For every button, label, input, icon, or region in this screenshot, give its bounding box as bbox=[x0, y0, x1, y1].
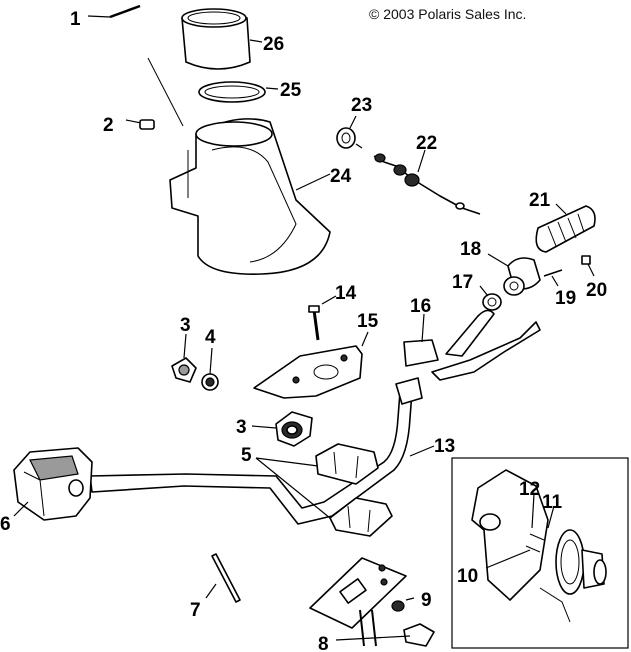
copyright-notice: © 2003 Polaris Sales Inc. bbox=[369, 6, 527, 22]
callout-13: 13 bbox=[434, 436, 455, 457]
part-15-bracket bbox=[253, 331, 369, 399]
part-13-handlebar bbox=[89, 377, 435, 525]
detail-inset bbox=[451, 457, 629, 649]
callout-2: 2 bbox=[103, 115, 114, 136]
part-14-bolt bbox=[308, 295, 337, 341]
callout-21: 21 bbox=[529, 190, 551, 211]
part-3-ignition-switch bbox=[251, 411, 313, 447]
callout-20: 20 bbox=[586, 280, 607, 301]
callout-7: 7 bbox=[190, 600, 201, 621]
callout-4: 4 bbox=[205, 327, 216, 348]
callout-26: 26 bbox=[263, 34, 284, 55]
callout-14: 14 bbox=[335, 283, 357, 304]
callout-25: 25 bbox=[280, 80, 302, 101]
part-25-ring bbox=[198, 81, 279, 103]
part-9-plate bbox=[309, 557, 415, 629]
part-7-cable-tie bbox=[205, 553, 241, 603]
callout-17: 17 bbox=[452, 272, 473, 293]
part-4-washer bbox=[201, 347, 219, 391]
part-16-brake-lever bbox=[403, 309, 541, 381]
callout-23: 23 bbox=[351, 95, 372, 116]
callout-10: 10 bbox=[457, 566, 478, 587]
callout-12: 12 bbox=[519, 479, 540, 500]
part-26-ring bbox=[181, 8, 263, 70]
callout-15: 15 bbox=[357, 311, 379, 332]
callout-16: 16 bbox=[410, 296, 431, 317]
callout-5: 5 bbox=[241, 445, 252, 466]
callout-9: 9 bbox=[421, 590, 432, 611]
callout-18: 18 bbox=[460, 239, 481, 260]
callout-3-top: 3 bbox=[180, 315, 191, 336]
part-1-bolt bbox=[87, 4, 141, 19]
part-18-throttle-housing bbox=[487, 253, 541, 296]
part-6-switch-housing bbox=[13, 447, 93, 521]
part-8-bolts bbox=[335, 609, 435, 647]
callout-19: 19 bbox=[555, 288, 576, 309]
part-24-headlight-pod bbox=[169, 118, 331, 275]
part-21-grip bbox=[535, 203, 596, 253]
callout-3-lower: 3 bbox=[236, 417, 247, 438]
part-19-screw bbox=[543, 269, 563, 287]
part-17-bushing bbox=[479, 285, 502, 311]
callout-6: 6 bbox=[0, 514, 11, 535]
callout-11: 11 bbox=[542, 492, 563, 513]
part-20-screw bbox=[581, 255, 595, 277]
callout-22: 22 bbox=[416, 133, 437, 154]
callout-8: 8 bbox=[318, 634, 329, 652]
part-2-screw bbox=[125, 119, 155, 130]
callout-24: 24 bbox=[330, 166, 352, 187]
part-3-switch bbox=[171, 333, 197, 383]
part-5-clamps bbox=[255, 443, 393, 537]
part-23-washer bbox=[336, 115, 363, 149]
callout-1: 1 bbox=[70, 9, 81, 30]
part-22-switch-cable bbox=[373, 149, 481, 215]
